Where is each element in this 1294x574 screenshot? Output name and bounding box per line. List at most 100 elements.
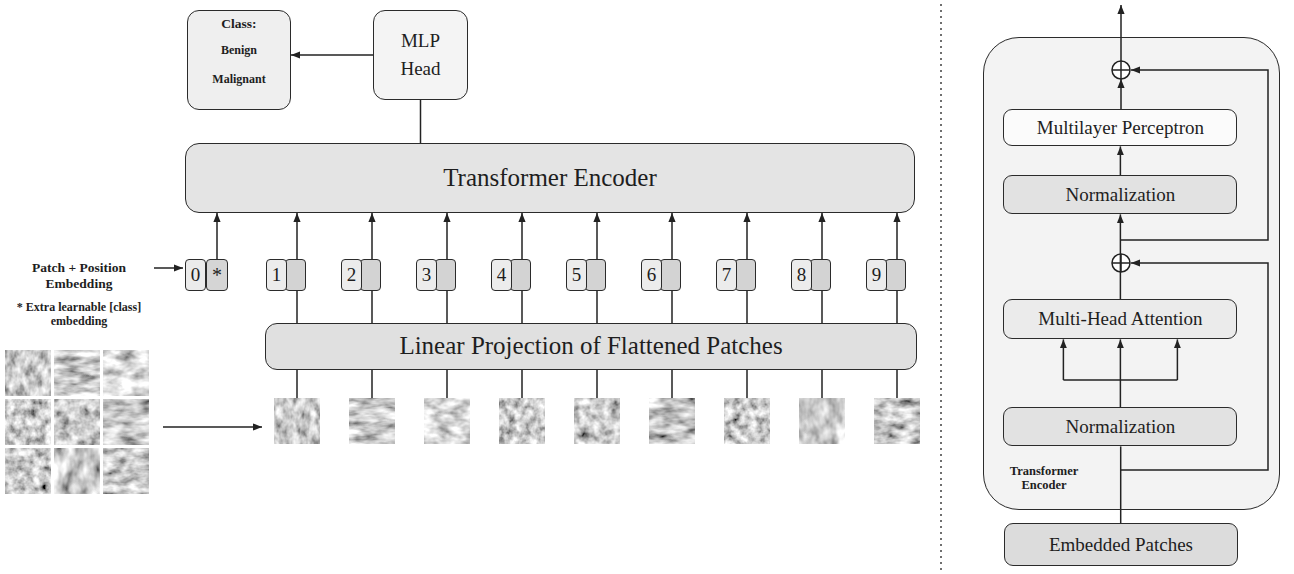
- token-box: 7: [716, 259, 757, 291]
- token-number: 1: [266, 259, 287, 291]
- token-number: 2: [341, 259, 362, 291]
- connector: [372, 291, 373, 323]
- patch-grid: [5, 350, 149, 494]
- box-label: Normalization: [1066, 184, 1176, 206]
- embedding-box: [510, 259, 531, 291]
- connector-line: [896, 291, 898, 323]
- connector: [1120, 146, 1121, 175]
- connector: [372, 213, 373, 259]
- connector-line: [371, 291, 373, 323]
- block-box: Multi-Head Attention: [1003, 299, 1237, 339]
- connector-line: [1120, 146, 1122, 175]
- divider: [940, 4, 941, 570]
- connector-line: [671, 291, 673, 323]
- connector-line: [1177, 339, 1179, 380]
- token-box: 8: [791, 259, 832, 291]
- connector: [672, 213, 673, 259]
- annotation: * Extra learnable [class] embedding: [14, 300, 144, 329]
- connector: [897, 213, 898, 259]
- embedding-box: [285, 259, 306, 291]
- embedding-box: [435, 259, 456, 291]
- box-label: Normalization: [1066, 416, 1176, 438]
- connector-line: [896, 213, 898, 259]
- connector: [291, 55, 373, 56]
- token-box: 9: [866, 259, 907, 291]
- connector-line: [671, 213, 673, 259]
- connector: [297, 291, 298, 323]
- block-title: Transformer Encoder: [992, 464, 1096, 493]
- box-label: Linear Projection of Flattened Patches: [399, 332, 782, 361]
- connector-line: [1120, 214, 1122, 299]
- block-box: MLP Head: [373, 10, 468, 100]
- token-number: 4: [491, 259, 512, 291]
- connector: [597, 213, 598, 259]
- connector-line: [1063, 339, 1065, 380]
- annotation: Patch + Position Embedding: [4, 260, 154, 292]
- token-number: 5: [566, 259, 587, 291]
- box-label: 0: [191, 264, 201, 286]
- connector-line: [446, 213, 448, 259]
- connector-line: [746, 213, 748, 259]
- connector-line: [521, 291, 523, 323]
- box-label: Embedded Patches: [1049, 534, 1193, 556]
- connector-line: [1120, 446, 1122, 523]
- connector: [747, 213, 748, 259]
- connector-line: [446, 291, 448, 323]
- connector-line: [596, 213, 598, 259]
- block-box: Transformer Encoder: [185, 143, 915, 213]
- block-box: Normalization: [1003, 407, 1237, 446]
- box-label: *: [212, 264, 222, 287]
- embedding-leader: [154, 267, 183, 269]
- token-box: 4: [491, 259, 532, 291]
- connector: [897, 291, 898, 323]
- connector-line: [371, 213, 373, 259]
- connector: [672, 291, 673, 323]
- block-box: Embedded Patches: [1004, 523, 1238, 566]
- connector: [822, 213, 823, 259]
- block-box: Linear Projection of Flattened Patches: [265, 323, 917, 370]
- connector-line: [420, 100, 422, 143]
- connector: [447, 213, 448, 259]
- connector: [1120, 446, 1121, 523]
- connector-line: [1120, 380, 1122, 407]
- token-number: 3: [416, 259, 437, 291]
- box-label: Multilayer Perceptron: [1037, 117, 1204, 139]
- class-heading: Class:: [221, 16, 256, 32]
- embedding-box: [810, 259, 831, 291]
- connector: [1063, 339, 1177, 407]
- token-number: 6: [641, 259, 662, 291]
- box-label: Transformer Encoder: [443, 164, 657, 193]
- class-box: Class:Benign Malignant: [187, 10, 291, 110]
- embedding-box: [360, 259, 381, 291]
- token-number: 9: [866, 259, 887, 291]
- connector: [822, 291, 823, 323]
- block-box: Multilayer Perceptron: [1003, 109, 1237, 146]
- connector-line: [596, 291, 598, 323]
- patch-feed-lines: [297, 370, 897, 398]
- embedding-box: [735, 259, 756, 291]
- connector-line: [1120, 339, 1122, 380]
- flatten-arrow: [163, 426, 262, 428]
- box-label: MLP Head: [391, 27, 451, 82]
- connector: [297, 213, 298, 259]
- encoder-block: Transformer Encoder Multilayer Perceptron…: [983, 37, 1280, 510]
- token-box: 5: [566, 259, 607, 291]
- patch-row: [274, 398, 920, 444]
- embedding-box: [585, 259, 606, 291]
- token-box: 3: [416, 259, 457, 291]
- token-box: 6: [641, 259, 682, 291]
- connector-line: [291, 54, 373, 56]
- connector-line: [521, 213, 523, 259]
- block-box: *: [206, 259, 228, 291]
- encoder-ground: [983, 37, 1280, 510]
- token-number: 7: [716, 259, 737, 291]
- connector-line: [746, 291, 748, 323]
- connector-line: [216, 213, 218, 259]
- connector: [522, 213, 523, 259]
- connector: [597, 291, 598, 323]
- connector: [420, 100, 421, 143]
- connector-line: [296, 291, 298, 323]
- connector: [217, 213, 218, 259]
- connector: [447, 291, 448, 323]
- block-box: 0: [185, 259, 206, 291]
